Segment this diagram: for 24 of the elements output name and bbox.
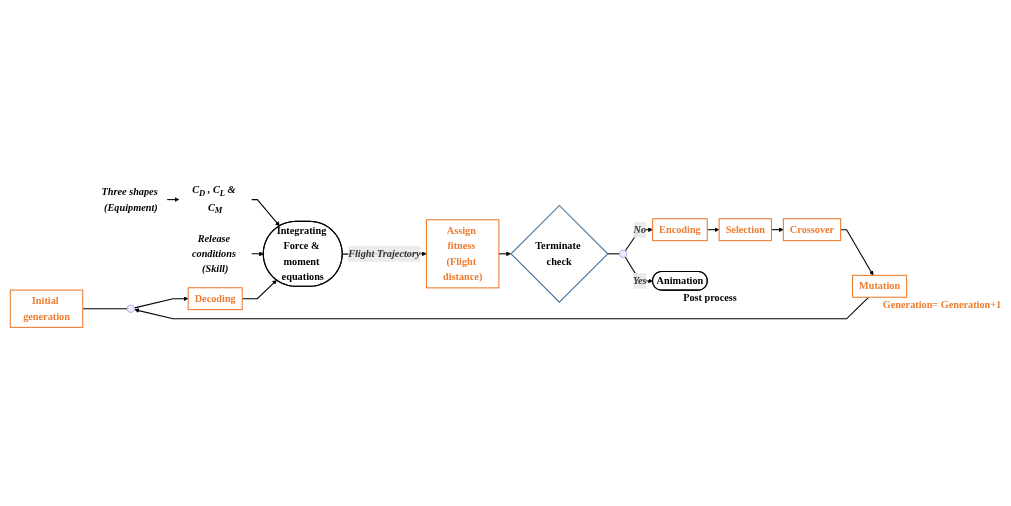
node-text: C$_{D}$ , C$_{L}$ & C$_{M}$ (191, 183, 236, 215)
node-caption: Post process (682, 291, 737, 303)
node-box: Decoding (187, 286, 243, 310)
arrow (133, 295, 188, 309)
node-circle (126, 304, 135, 313)
arrow (133, 296, 869, 319)
arrow (166, 196, 179, 202)
edge-label: Yes (632, 274, 647, 286)
arrow (250, 198, 280, 226)
node-circle (618, 249, 627, 258)
node-box: Initial generation (9, 289, 83, 328)
node-box: Encoding (651, 217, 708, 241)
arrow (241, 279, 277, 299)
node-diamond: Terminate check (509, 204, 609, 303)
node-box: Crossover (782, 217, 841, 241)
node-text: Release conditions (Skill) (191, 231, 236, 275)
edge-label: Flight Trajectory (347, 247, 420, 259)
node-text: Three shapes (Equipment) (100, 185, 158, 213)
arrow (706, 226, 719, 232)
node-box: Mutation (851, 274, 907, 298)
node-caption: Generation= Generation+1 (882, 298, 1001, 310)
node-box: Assign fitness (Flight distance) (425, 218, 499, 289)
edge-label: No (632, 223, 646, 235)
node-box: Selection (718, 217, 772, 241)
